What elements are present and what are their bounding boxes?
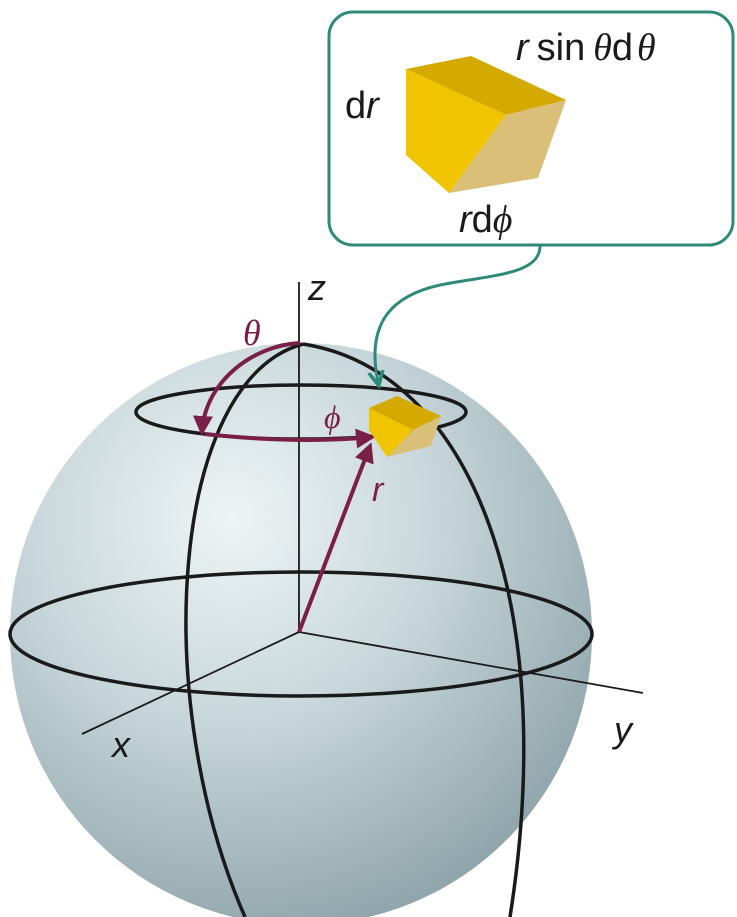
x-axis [81,631,300,735]
label-x-axis: x [110,724,132,765]
label-r-vector: r [372,471,385,509]
theta-arc [192,341,301,436]
volume-element-large [406,56,566,193]
y-axis [298,631,644,694]
label-theta: θ [243,313,261,353]
label-dr: dr [345,85,380,127]
meridian-right [302,342,526,917]
phi-arc [204,428,376,449]
radius-vector [297,442,374,633]
equator [8,570,594,698]
volume-element-small [369,396,441,457]
label-r-d-phi: rdϕ [459,199,512,241]
label-phi: ϕ [324,399,341,435]
label-z-axis: z [307,267,326,308]
callout-connector [375,245,542,382]
meridian-left [184,342,304,917]
label-y-axis: y [611,709,634,750]
